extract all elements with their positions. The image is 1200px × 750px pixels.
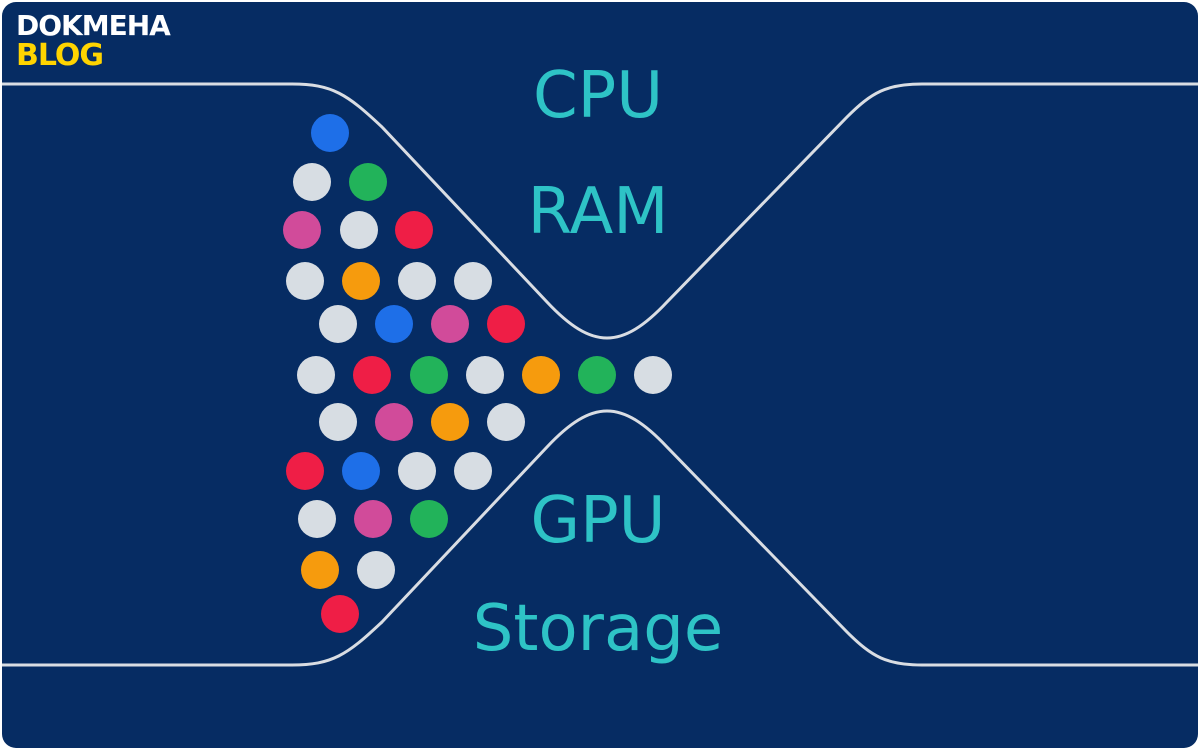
data-ball-grey: [297, 356, 335, 394]
data-ball-red: [286, 452, 324, 490]
data-ball-red: [321, 595, 359, 633]
gpu-label: GPU: [530, 484, 666, 558]
data-ball-grey: [634, 356, 672, 394]
data-ball-grey: [298, 500, 336, 538]
data-ball-grey: [398, 452, 436, 490]
storage-label: Storage: [472, 592, 724, 666]
data-ball-grey: [398, 262, 436, 300]
data-ball-grey: [357, 551, 395, 589]
data-ball-magenta: [283, 211, 321, 249]
brand-logo-line2: BLOG: [16, 38, 104, 73]
data-ball-grey: [340, 211, 378, 249]
data-ball-green: [349, 163, 387, 201]
data-ball-red: [395, 211, 433, 249]
brand-logo: DOKMEHA BLOG: [16, 9, 171, 73]
data-ball-orange: [301, 551, 339, 589]
data-ball-green: [578, 356, 616, 394]
cpu-label: CPU: [532, 59, 664, 133]
data-ball-orange: [522, 356, 560, 394]
data-ball-grey: [454, 262, 492, 300]
data-ball-magenta: [354, 500, 392, 538]
data-ball-blue: [311, 114, 349, 152]
data-ball-magenta: [375, 403, 413, 441]
data-balls-group: [283, 114, 672, 633]
funnel-bottom-outline: [2, 409, 1198, 667]
data-ball-grey: [487, 403, 525, 441]
data-ball-green: [410, 356, 448, 394]
data-ball-orange: [342, 262, 380, 300]
data-ball-blue: [342, 452, 380, 490]
ram-label: RAM: [527, 175, 669, 249]
data-ball-red: [487, 305, 525, 343]
data-ball-grey: [286, 262, 324, 300]
data-ball-magenta: [431, 305, 469, 343]
data-ball-green: [410, 500, 448, 538]
data-ball-grey: [454, 452, 492, 490]
funnel-top-outline: [2, 82, 1198, 340]
data-ball-red: [353, 356, 391, 394]
data-ball-orange: [431, 403, 469, 441]
brand-logo-line1: DOKMEHA: [16, 9, 171, 42]
data-ball-grey: [466, 356, 504, 394]
data-ball-blue: [375, 305, 413, 343]
data-ball-grey: [293, 163, 331, 201]
data-ball-grey: [319, 305, 357, 343]
data-ball-grey: [319, 403, 357, 441]
